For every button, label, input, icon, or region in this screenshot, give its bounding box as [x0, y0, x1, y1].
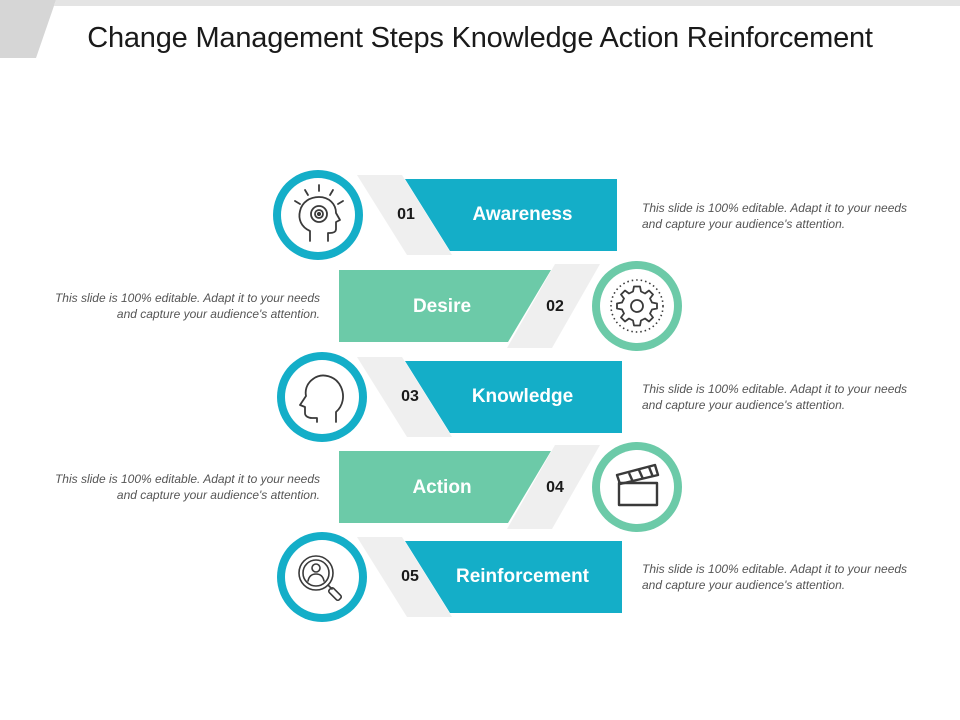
step-number: 02 [546, 298, 564, 315]
step-description: This slide is 100% editable. Adapt it to… [642, 201, 908, 231]
step-label: Action [412, 477, 472, 498]
step-shape [273, 170, 617, 260]
step-description: This slide is 100% editable. Adapt it to… [642, 562, 908, 592]
head-profile-icon [292, 367, 352, 427]
step-number: 05 [401, 568, 419, 585]
gear-icon [607, 276, 667, 336]
step-label: Awareness [472, 204, 573, 225]
step-description: This slide is 100% editable. Adapt it to… [642, 382, 908, 412]
clapperboard-icon [607, 457, 667, 517]
step-reinforcement: 05 Reinforcement This slide is 100% edit… [0, 527, 960, 627]
idea-head-icon [288, 183, 348, 243]
step-shape [277, 352, 622, 442]
step-number: 03 [401, 388, 419, 405]
search-user-icon [290, 545, 350, 605]
step-awareness: 01 Awareness This slide is 100% editable… [0, 165, 960, 265]
step-action: 04 Action This slide is 100% editable. A… [0, 437, 960, 537]
top-decor-band [0, 0, 960, 58]
step-shape [339, 261, 682, 351]
step-label: Knowledge [471, 386, 574, 407]
step-description: This slide is 100% editable. Adapt it to… [54, 291, 320, 321]
page-title: Change Management Steps Knowledge Action… [87, 22, 873, 54]
step-description: This slide is 100% editable. Adapt it to… [54, 472, 320, 502]
step-number: 04 [546, 479, 564, 496]
step-label: Reinforcement [455, 566, 590, 587]
step-label: Desire [412, 296, 472, 317]
step-number: 01 [397, 206, 415, 223]
step-desire: 02 Desire This slide is 100% editable. A… [0, 256, 960, 356]
step-knowledge: 03 Knowledge This slide is 100% editable… [0, 347, 960, 447]
